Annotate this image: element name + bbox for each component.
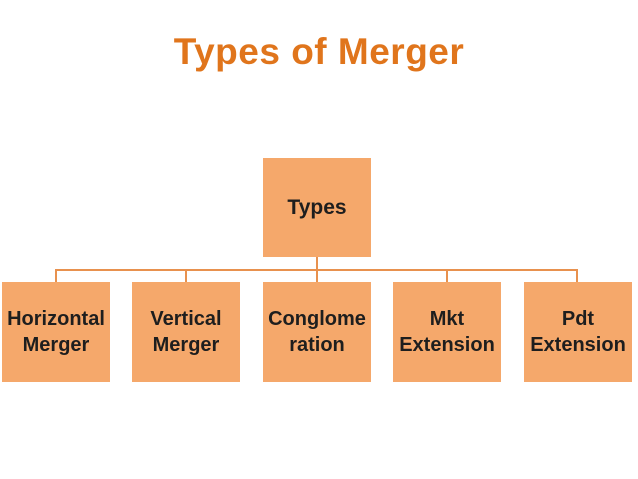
connector-drop-pdt-extension [576, 269, 578, 282]
connector-drop-horizontal-merger [55, 269, 57, 282]
node-pdt-extension: Pdt Extension [524, 282, 632, 382]
page-title: Types of Merger [173, 31, 465, 72]
node-pdt-extension-label: Pdt Extension [530, 308, 626, 356]
connector-root-stub [316, 257, 318, 271]
node-types: Types [263, 158, 371, 257]
connector-drop-vertical-merger [185, 269, 187, 282]
node-conglomeration: Conglome ration [263, 282, 371, 382]
node-vertical-merger-label: Vertical Merger [150, 308, 222, 356]
node-horizontal-merger: Horizontal Merger [2, 282, 110, 382]
node-conglomeration-label: Conglome ration [268, 308, 366, 356]
connector-drop-mkt-extension [446, 269, 448, 282]
node-mkt-extension-label: Mkt Extension [399, 308, 495, 356]
node-vertical-merger: Vertical Merger [132, 282, 240, 382]
node-horizontal-merger-label: Horizontal Merger [7, 308, 105, 356]
node-mkt-extension: Mkt Extension [393, 282, 501, 382]
node-types-label: Types [287, 195, 347, 219]
connector-drop-conglomeration [316, 269, 318, 282]
